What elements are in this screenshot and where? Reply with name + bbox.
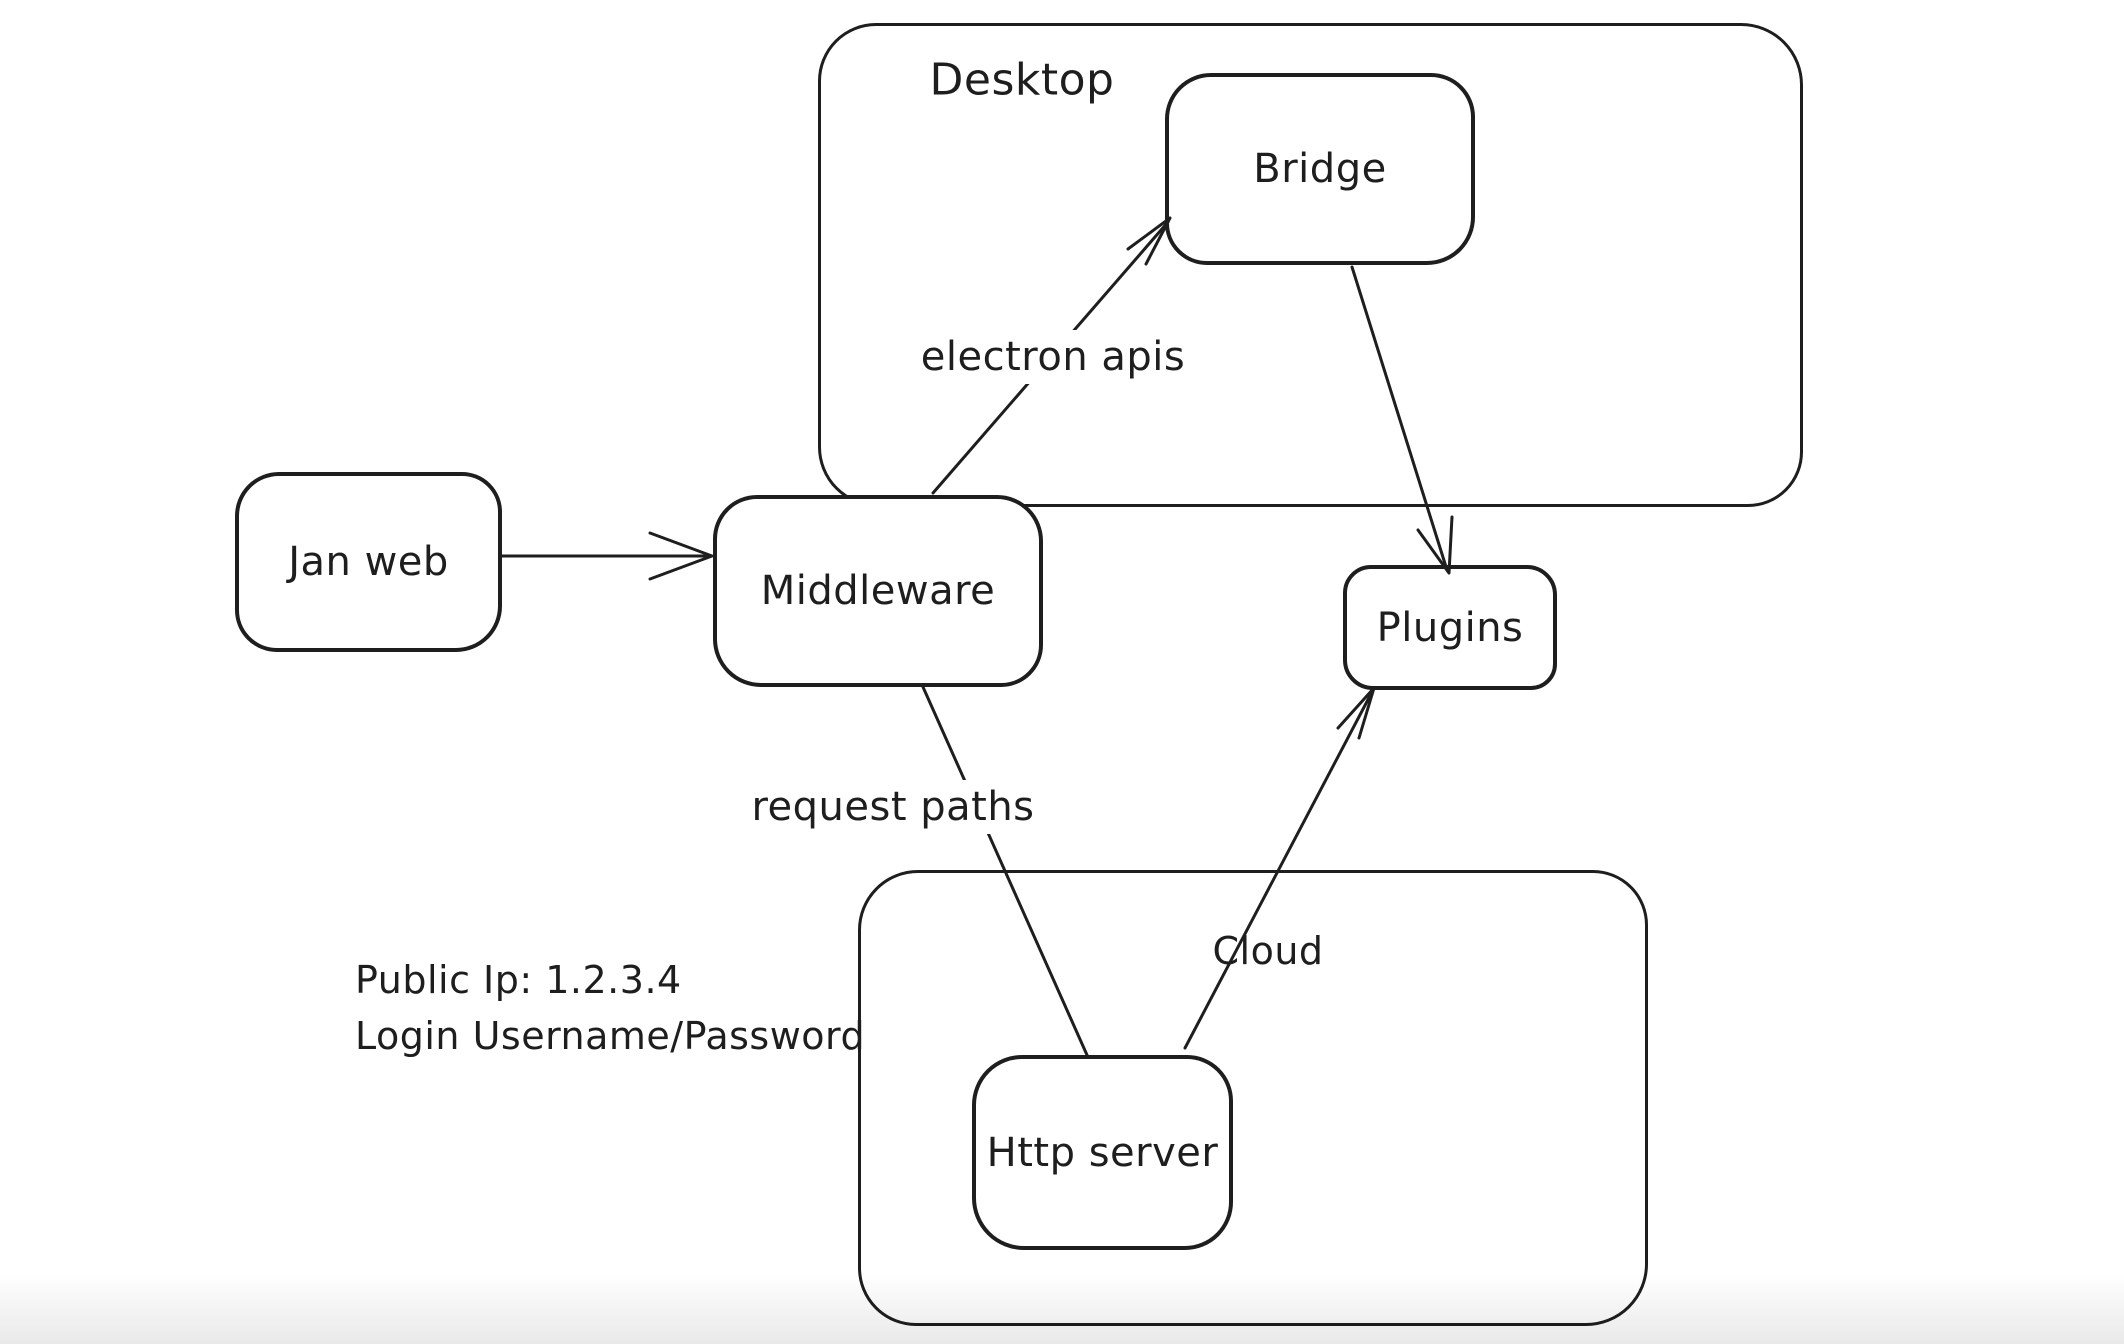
- jan-web-label: Jan web: [288, 539, 449, 585]
- annotation-login: Login Username/Password: [355, 1014, 866, 1058]
- http-server-label: Http server: [986, 1129, 1219, 1176]
- desktop-container-box[interactable]: [818, 23, 1803, 507]
- bridge-label: Bridge: [1253, 146, 1387, 192]
- annotation-public-ip: Public Ip: 1.2.3.4: [355, 958, 682, 1002]
- node-middleware[interactable]: Middleware: [713, 495, 1043, 687]
- node-plugins[interactable]: Plugins: [1343, 565, 1557, 690]
- plugins-label: Plugins: [1376, 604, 1524, 651]
- node-http-server[interactable]: Http server: [972, 1055, 1233, 1250]
- edge-jan-web-to-middleware[interactable]: [500, 531, 714, 581]
- middleware-label: Middleware: [760, 568, 996, 614]
- cloud-container-label[interactable]: Cloud: [1212, 929, 1324, 973]
- desktop-container-label[interactable]: Desktop: [929, 54, 1115, 106]
- node-jan-web[interactable]: Jan web: [235, 472, 502, 652]
- node-bridge[interactable]: Bridge: [1165, 73, 1475, 265]
- edge-label-electron-apis[interactable]: electron apis: [912, 330, 1194, 384]
- edge-label-request-paths[interactable]: request paths: [743, 780, 1043, 834]
- annotation-block[interactable]: Public Ip: 1.2.3.4 Login Username/Passwo…: [355, 952, 865, 1064]
